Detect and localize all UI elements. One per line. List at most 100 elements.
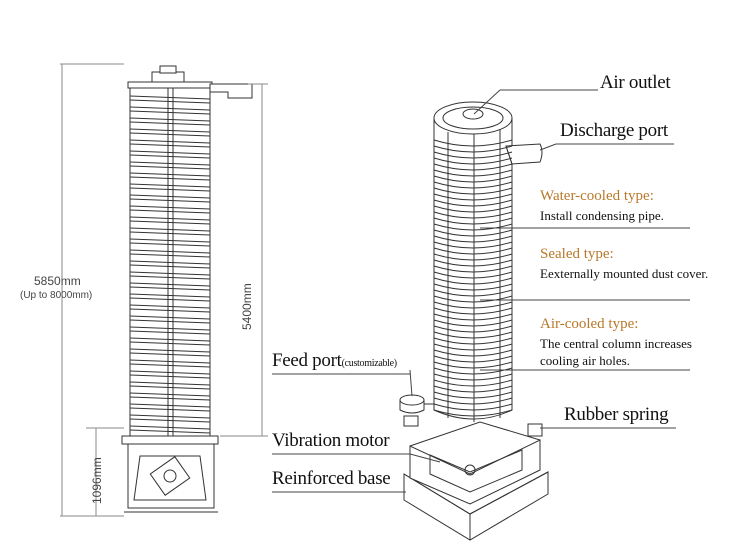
tray-rung bbox=[129, 330, 211, 335]
tray-ring bbox=[433, 343, 513, 351]
sealed-title: Sealed type: bbox=[540, 246, 614, 262]
base-height-label: 1096mm bbox=[90, 457, 104, 504]
tray-rung bbox=[129, 370, 211, 375]
tray-rung bbox=[129, 418, 211, 423]
tray-rung bbox=[129, 392, 211, 397]
tray-ring bbox=[433, 175, 513, 183]
tray-ring bbox=[433, 145, 513, 153]
tray-ring bbox=[433, 379, 513, 387]
tray-rung bbox=[129, 183, 211, 188]
tray-ring bbox=[433, 163, 513, 171]
vibration-motor-label: Vibration motor bbox=[272, 430, 390, 451]
tray-rung bbox=[129, 139, 211, 144]
tray-rung bbox=[129, 282, 211, 287]
air-outlet-label: Air outlet bbox=[600, 72, 671, 93]
tray-ring bbox=[433, 325, 513, 333]
total-height-note: (Up to 8000mm) bbox=[20, 290, 93, 301]
tray-ring bbox=[433, 217, 513, 225]
tray-rung bbox=[129, 143, 211, 148]
tray-ring bbox=[433, 295, 513, 303]
tray-rung bbox=[129, 271, 211, 276]
tray-rung bbox=[129, 275, 211, 280]
tray-rung bbox=[129, 128, 211, 133]
tray-rung bbox=[129, 264, 211, 269]
water-cooled-title: Water-cooled type: bbox=[540, 188, 654, 204]
tray-ring bbox=[433, 169, 513, 177]
tray-ring bbox=[433, 157, 513, 165]
tray-rung bbox=[129, 216, 211, 221]
tray-rung bbox=[129, 227, 211, 232]
tray-ring bbox=[433, 385, 513, 393]
tray-rung bbox=[129, 407, 211, 412]
tray-rung bbox=[129, 95, 211, 100]
tray-ring bbox=[433, 319, 513, 327]
tray-rung bbox=[129, 304, 211, 309]
tray-rung bbox=[129, 253, 211, 258]
tray-rung bbox=[129, 161, 211, 166]
total-height-label: 5850mm bbox=[34, 274, 81, 288]
tray-ring bbox=[433, 403, 513, 411]
side-elevation-view bbox=[60, 63, 268, 517]
tray-rung bbox=[129, 414, 211, 419]
tray-rung bbox=[129, 231, 211, 236]
tray-rung bbox=[129, 99, 211, 104]
tray-ring bbox=[433, 229, 513, 237]
tray-rung bbox=[129, 110, 211, 115]
tray-rung bbox=[129, 205, 211, 210]
tray-ring bbox=[433, 205, 513, 213]
tray-rung bbox=[129, 132, 211, 137]
tray-rung bbox=[129, 209, 211, 214]
tray-rung bbox=[129, 187, 211, 192]
tray-ring bbox=[433, 349, 513, 357]
tray-rung bbox=[129, 425, 211, 430]
tray-rung bbox=[129, 242, 211, 247]
tray-ring bbox=[433, 313, 513, 321]
tray-ring bbox=[433, 409, 513, 417]
tray-ring bbox=[433, 355, 513, 363]
tray-ring bbox=[433, 199, 513, 207]
tray-rung bbox=[129, 308, 211, 313]
tray-rung bbox=[129, 220, 211, 225]
tray-ring bbox=[433, 361, 513, 369]
tray-rung bbox=[129, 363, 211, 368]
tray-ring bbox=[433, 139, 513, 147]
tray-rung bbox=[129, 293, 211, 298]
tray-ring bbox=[433, 331, 513, 339]
tray-rung bbox=[129, 165, 211, 170]
tray-ring bbox=[433, 235, 513, 243]
tray-rung bbox=[129, 337, 211, 342]
tray-rung bbox=[129, 374, 211, 379]
tray-rung bbox=[129, 429, 211, 434]
tray-rung bbox=[129, 341, 211, 346]
tray-rung bbox=[129, 117, 211, 122]
tray-rung bbox=[129, 352, 211, 357]
tray-rung bbox=[129, 381, 211, 386]
tray-ring bbox=[433, 391, 513, 399]
sealed-desc: Eexternally mounted dust cover. bbox=[540, 266, 709, 281]
tray-rung bbox=[129, 150, 211, 155]
rubber-spring-label: Rubber spring bbox=[564, 404, 669, 425]
tray-ring bbox=[433, 301, 513, 309]
tray-rung bbox=[129, 260, 211, 265]
tray-ring bbox=[433, 193, 513, 201]
leader-lines bbox=[272, 89, 690, 493]
tray-ring bbox=[433, 283, 513, 291]
discharge-port-label: Discharge port bbox=[560, 120, 668, 141]
tray-rung bbox=[129, 249, 211, 254]
tray-ring bbox=[433, 289, 513, 297]
tray-ring bbox=[433, 181, 513, 189]
tray-ring bbox=[433, 187, 513, 195]
tray-rung bbox=[129, 315, 211, 320]
tray-ring bbox=[433, 151, 513, 159]
tray-rung bbox=[129, 198, 211, 203]
air-cooled-title: Air-cooled type: bbox=[540, 316, 639, 332]
tray-rung bbox=[129, 172, 211, 177]
water-cooled-desc: Install condensing pipe. bbox=[540, 208, 664, 223]
tray-ring bbox=[433, 211, 513, 219]
tray-rung bbox=[129, 297, 211, 302]
tray-rung bbox=[129, 154, 211, 159]
tray-rung bbox=[129, 106, 211, 111]
tray-ring bbox=[433, 337, 513, 345]
tray-rung bbox=[129, 385, 211, 390]
